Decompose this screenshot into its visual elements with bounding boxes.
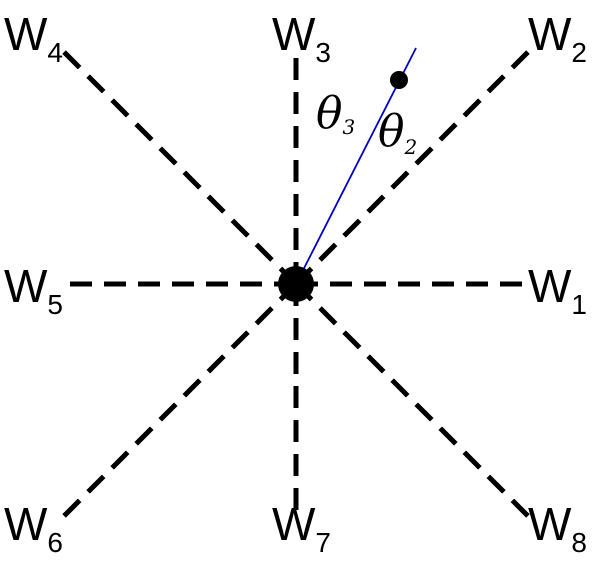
label-w4: W4 xyxy=(4,8,63,68)
dashed-axes xyxy=(62,50,530,518)
label-w8: W8 xyxy=(528,498,587,558)
label-w1: W1 xyxy=(528,260,587,320)
angle-label-theta3: θ3 xyxy=(316,88,355,139)
angle-label-theta2: θ2 xyxy=(378,106,417,159)
label-w5: W5 xyxy=(4,260,63,320)
axis-diagonal-ne xyxy=(294,50,530,286)
axis-diagonal-se xyxy=(294,282,530,518)
label-w3: W3 xyxy=(272,8,331,68)
label-w2: W2 xyxy=(528,8,587,68)
label-w6: W6 xyxy=(4,498,63,558)
center-point xyxy=(278,266,314,302)
target-point xyxy=(390,71,408,89)
label-w7: W7 xyxy=(272,498,331,558)
axis-diagonal-nw xyxy=(62,50,298,286)
axis-diagonal-sw xyxy=(62,282,298,518)
